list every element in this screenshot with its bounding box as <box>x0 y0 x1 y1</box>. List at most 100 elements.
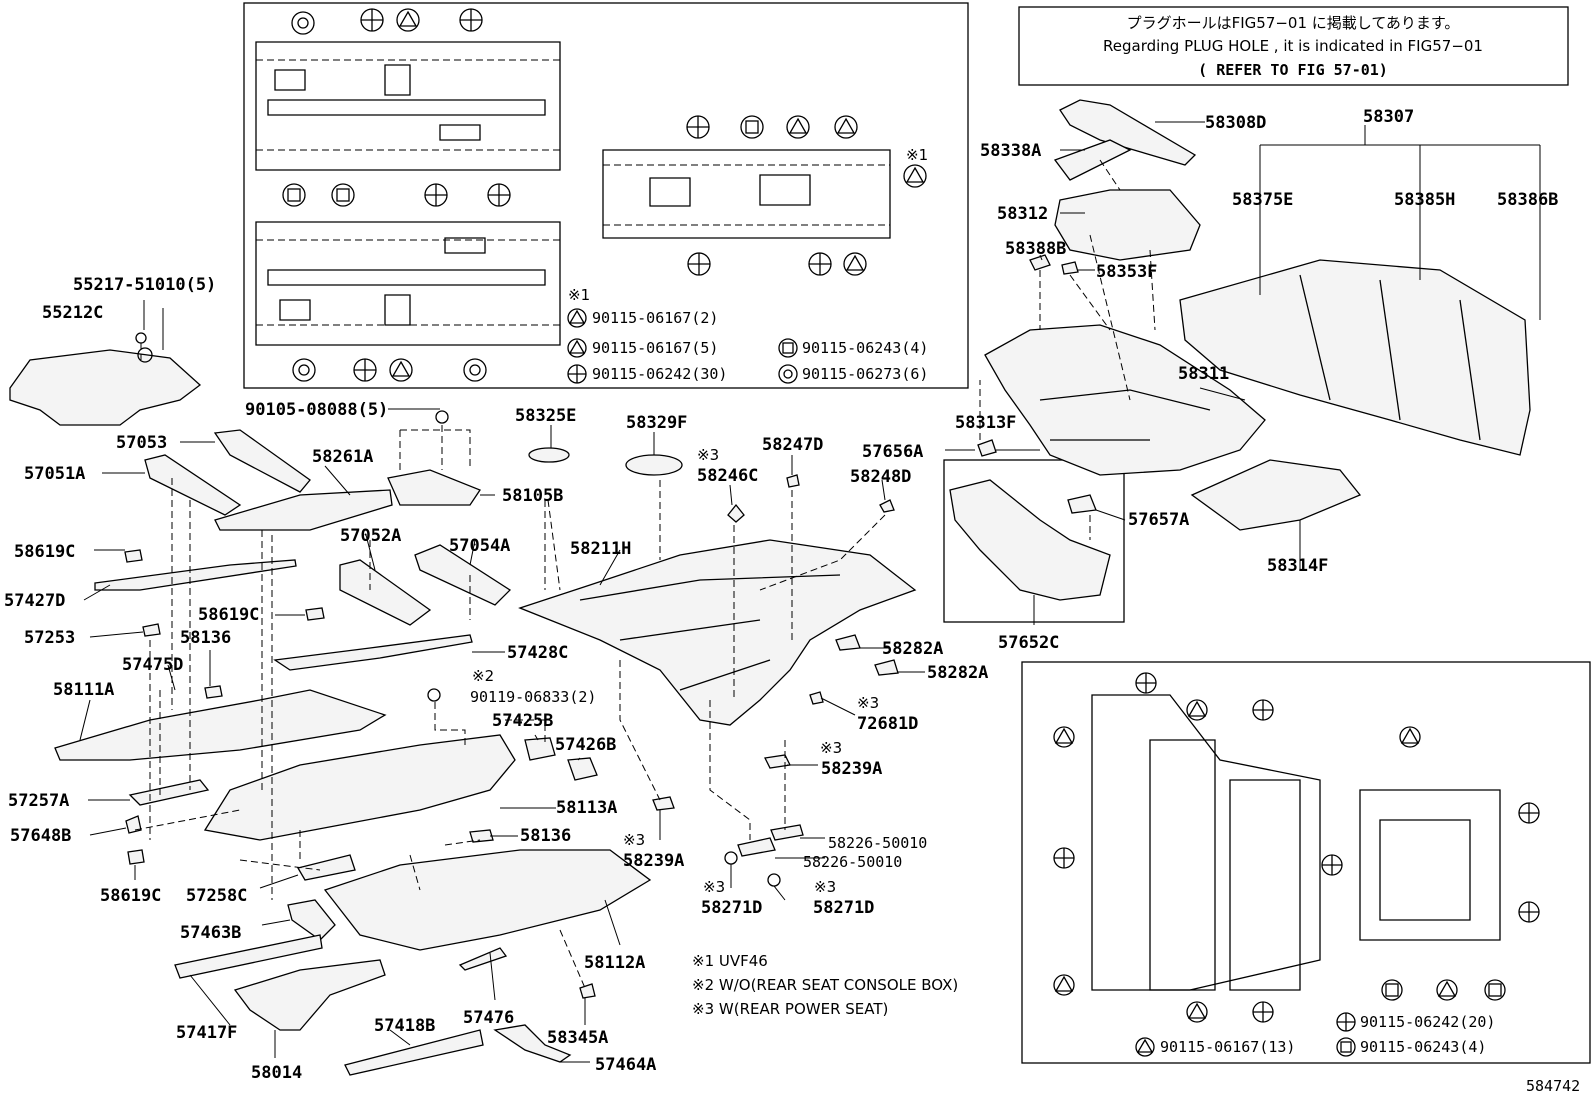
label-57427d[interactable]: 57427D <box>4 591 65 611</box>
square-icon <box>1381 979 1403 1001</box>
cross-circle-icon <box>1336 1012 1356 1032</box>
label-57652c[interactable]: 57652C <box>998 633 1059 653</box>
label-58271d-1[interactable]: 58271D <box>701 898 762 918</box>
label-58619c-3[interactable]: 58619C <box>100 886 161 906</box>
label-57053[interactable]: 57053 <box>116 433 167 453</box>
label-58338a[interactable]: 58338A <box>980 141 1041 161</box>
label-58112a[interactable]: 58112A <box>584 953 645 973</box>
label-58136-1[interactable]: 58136 <box>180 628 231 648</box>
label-55212c[interactable]: 55212C <box>42 303 103 323</box>
label-58111a[interactable]: 58111A <box>53 680 114 700</box>
label-57426b[interactable]: 57426B <box>555 735 616 755</box>
label-90105[interactable]: 90105-08088(5) <box>245 400 388 420</box>
label-57656a[interactable]: 57656A <box>862 442 923 462</box>
label-58353f[interactable]: 58353F <box>1096 262 1157 282</box>
label-58271d-1-mark: ※3 <box>703 878 725 896</box>
label-58329f[interactable]: 58329F <box>626 413 687 433</box>
square-icon <box>778 338 798 358</box>
label-58113a[interactable]: 58113A <box>556 798 617 818</box>
label-72681d[interactable]: 72681D <box>857 714 918 734</box>
label-58307[interactable]: 58307 <box>1363 107 1414 127</box>
label-57258c[interactable]: 57258C <box>186 886 247 906</box>
label-90119[interactable]: 90119-06833(2) <box>470 688 596 706</box>
label-58246c[interactable]: 58246C <box>697 466 758 486</box>
label-58239a-1-mark: ※3 <box>820 739 842 757</box>
refer-line-3[interactable]: ( REFER TO FIG 57-01) <box>1198 61 1388 79</box>
label-58619c-2[interactable]: 58619C <box>198 605 259 625</box>
triangle-icon <box>1186 699 1208 721</box>
label-57648b[interactable]: 57648B <box>10 826 71 846</box>
label-58311[interactable]: 58311 <box>1178 364 1229 384</box>
square-icon <box>1336 1037 1356 1057</box>
label-57464a[interactable]: 57464A <box>595 1055 656 1075</box>
label-57475d[interactable]: 57475D <box>122 655 183 675</box>
label-58325e[interactable]: 58325E <box>515 406 576 426</box>
cross-circle-icon <box>1518 901 1540 923</box>
label-58314f[interactable]: 58314F <box>1267 556 1328 576</box>
label-58388b[interactable]: 58388B <box>1005 239 1066 259</box>
triangle-icon <box>903 164 927 188</box>
label-58211h[interactable]: 58211H <box>570 539 631 559</box>
label-57463b[interactable]: 57463B <box>180 923 241 943</box>
bottom-inset: 90115-06242(20) 90115-06167(13) 90115-06… <box>1021 661 1591 1064</box>
triangle-icon <box>843 252 867 276</box>
label-57051a[interactable]: 57051A <box>24 464 85 484</box>
refer-line-2: Regarding PLUG HOLE , it is indicated in… <box>1103 37 1483 55</box>
triangle-icon <box>567 308 587 328</box>
triangle-icon <box>1053 726 1075 748</box>
leader-lines <box>79 121 1541 1063</box>
label-57476[interactable]: 57476 <box>463 1008 514 1028</box>
label-58282a-2[interactable]: 58282A <box>927 663 988 683</box>
label-58014[interactable]: 58014 <box>251 1063 302 1083</box>
label-57054a[interactable]: 57054A <box>449 536 510 556</box>
inset-legend-1: 90115-06242(20) <box>1360 1013 1495 1031</box>
cross-circle-icon <box>459 8 483 32</box>
label-90119-mark: ※2 <box>472 667 494 685</box>
part-shapes <box>9 99 1531 1076</box>
note-3: ※3 W(REAR POWER SEAT) <box>692 1000 888 1018</box>
label-58136-2[interactable]: 58136 <box>520 826 571 846</box>
label-58619c-1[interactable]: 58619C <box>14 542 75 562</box>
triangle-icon <box>786 115 810 139</box>
label-57418b[interactable]: 57418B <box>374 1016 435 1036</box>
square-icon <box>1484 979 1506 1001</box>
cross-circle-icon <box>567 364 587 384</box>
label-58282a-1[interactable]: 58282A <box>882 639 943 659</box>
label-58313f[interactable]: 58313F <box>955 413 1016 433</box>
label-58375e[interactable]: 58375E <box>1232 190 1293 210</box>
label-58248d[interactable]: 58248D <box>850 467 911 487</box>
cross-circle-icon <box>1135 672 1157 694</box>
label-58261a[interactable]: 58261A <box>312 447 373 467</box>
label-58226-2[interactable]: 58226-50010 <box>803 853 902 871</box>
label-57657a[interactable]: 57657A <box>1128 510 1189 530</box>
inset-mark-1: ※1 <box>906 146 928 164</box>
cross-circle-icon <box>1321 854 1343 876</box>
legend-bolt-1: 90115-06167(2) <box>592 309 718 327</box>
label-57253[interactable]: 57253 <box>24 628 75 648</box>
cross-circle-icon <box>1518 802 1540 824</box>
label-58345a[interactable]: 58345A <box>547 1028 608 1048</box>
label-58308d[interactable]: 58308D <box>1205 113 1266 133</box>
cross-circle-icon <box>487 183 511 207</box>
cross-circle-icon <box>1053 847 1075 869</box>
label-58239a-2[interactable]: 58239A <box>623 851 684 871</box>
label-57425b[interactable]: 57425B <box>492 711 553 731</box>
label-58386b[interactable]: 58386B <box>1497 190 1558 210</box>
note-1: ※1 UVF46 <box>692 952 768 970</box>
cross-circle-icon <box>1252 699 1274 721</box>
label-58226-1[interactable]: 58226-50010 <box>828 834 927 852</box>
label-58312[interactable]: 58312 <box>997 204 1048 224</box>
label-58271d-2[interactable]: 58271D <box>813 898 874 918</box>
label-55217[interactable]: 55217-51010(5) <box>73 275 216 295</box>
label-58385h[interactable]: 58385H <box>1394 190 1455 210</box>
inset-legend-3: 90115-06243(4) <box>1360 1038 1486 1056</box>
label-57257a[interactable]: 57257A <box>8 791 69 811</box>
label-57052a[interactable]: 57052A <box>340 526 401 546</box>
part-labels: 55217-51010(5) 55212C 90105-08088(5) 570… <box>4 107 1558 1083</box>
label-58239a-1[interactable]: 58239A <box>821 759 882 779</box>
label-58247d[interactable]: 58247D <box>762 435 823 455</box>
label-57417f[interactable]: 57417F <box>176 1023 237 1043</box>
label-58105b[interactable]: 58105B <box>502 486 563 506</box>
label-57428c[interactable]: 57428C <box>507 643 568 663</box>
